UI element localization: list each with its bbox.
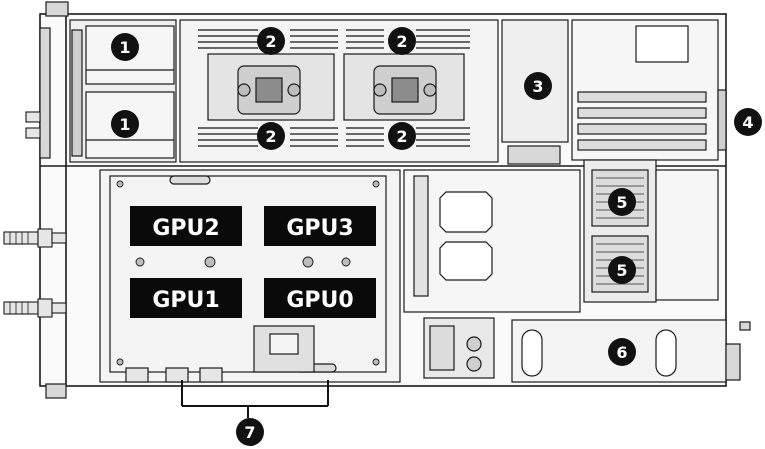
callout-7: 7	[236, 418, 264, 446]
gpu-tray-fasteners	[116, 180, 380, 366]
front-ears	[39, 1, 69, 399]
gpu-label-2: GPU2	[130, 206, 242, 246]
left-connectors	[3, 111, 67, 318]
callout-5b: 5	[608, 256, 636, 284]
gpu-label-2-text: GPU2	[152, 216, 219, 241]
drive-bays	[69, 19, 177, 163]
gpu-label-1: GPU1	[130, 278, 242, 318]
gpu-tray	[99, 169, 401, 383]
callout-3-text: 3	[532, 77, 543, 96]
gpu-label-3: GPU3	[264, 206, 376, 246]
callout-2b: 2	[388, 27, 416, 55]
callout-2d-text: 2	[396, 127, 407, 146]
callout-7-bracket	[181, 380, 329, 418]
gpu-label-0: GPU0	[264, 278, 376, 318]
callout-4: 4	[734, 108, 762, 136]
callout-2a: 2	[257, 27, 285, 55]
callout-6: 6	[608, 338, 636, 366]
psu-bottom	[511, 319, 751, 383]
callout-2c-text: 2	[265, 127, 276, 146]
callout-2b-text: 2	[396, 32, 407, 51]
callout-1a-text: 1	[119, 38, 130, 57]
callout-5b-text: 5	[616, 261, 627, 280]
callout-2d: 2	[388, 122, 416, 150]
mainboard	[403, 169, 581, 379]
gpu-label-3-text: GPU3	[286, 216, 353, 241]
callout-7-text: 7	[244, 423, 255, 442]
fan-area	[583, 159, 719, 303]
connector-stripes	[9, 232, 29, 314]
gpu-label-1-text: GPU1	[152, 288, 219, 313]
cpu-area	[179, 19, 499, 163]
callout-6-text: 6	[616, 343, 627, 362]
callout-1b-text: 1	[119, 115, 130, 134]
callout-2c: 2	[257, 122, 285, 150]
gpu-label-0-text: GPU0	[286, 288, 353, 313]
dimm-slots	[198, 29, 470, 147]
callout-1b: 1	[111, 110, 139, 138]
callout-3: 3	[524, 72, 552, 100]
cpu-sockets	[237, 65, 437, 115]
callout-2a-text: 2	[265, 32, 276, 51]
callout-4-text: 4	[742, 113, 753, 132]
callout-5a: 5	[608, 188, 636, 216]
callout-1a: 1	[111, 33, 139, 61]
callout-5a-text: 5	[616, 193, 627, 212]
psu-area	[501, 19, 727, 165]
